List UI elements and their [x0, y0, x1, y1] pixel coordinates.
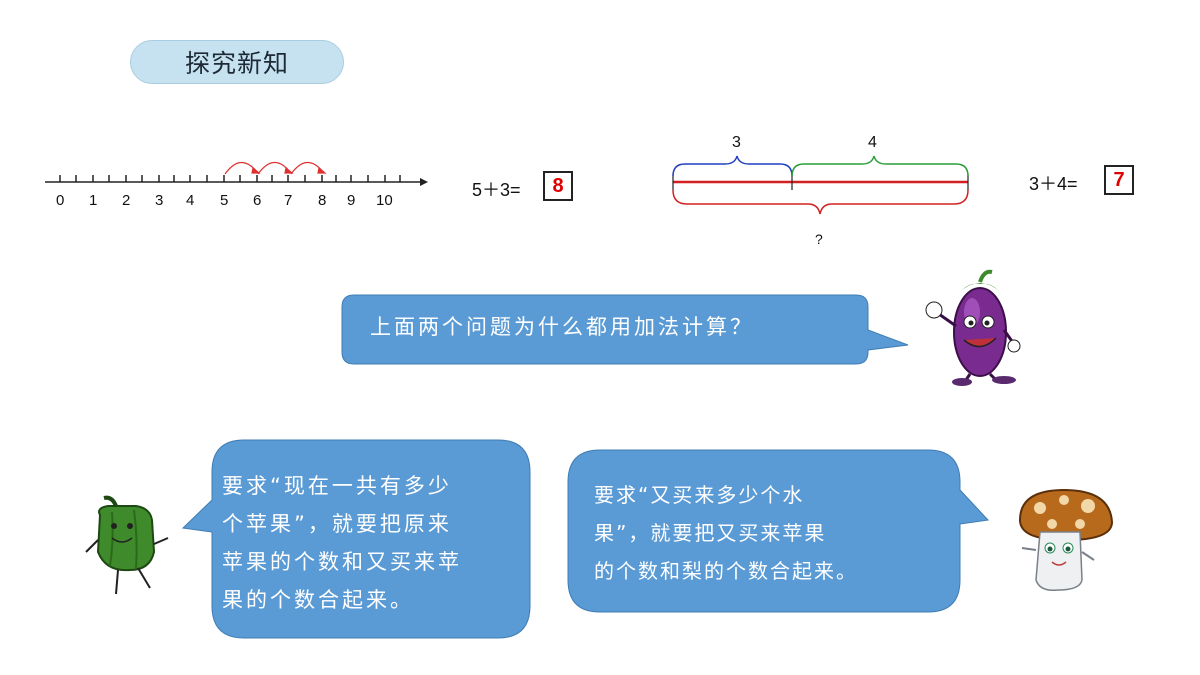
brace-left: [672, 155, 793, 177]
mushroom-icon: [1018, 488, 1114, 592]
left-speech-bubble: [181, 439, 531, 639]
segment-left-label: 3: [732, 134, 741, 151]
segment-right-label: 4: [868, 134, 877, 151]
number-line-label: 3: [155, 192, 164, 209]
right-bubble-text: 要求“又买来多少个水 果”，就要把又买来苹果 的个数和梨的个数合起来。: [594, 476, 858, 590]
numberline-answer-box: 8: [543, 171, 573, 201]
bubble-line: 果”，就要把又买来苹果: [594, 521, 827, 545]
eggplant-icon: [925, 269, 1021, 386]
number-line-label: 7: [284, 192, 293, 209]
brace-total: [672, 189, 969, 215]
number-line-label: 2: [122, 192, 131, 209]
number-line-label: 6: [253, 192, 262, 209]
section-title: 探究新知: [130, 40, 344, 84]
question-bubble: [341, 294, 909, 365]
number-line-label: 1: [89, 192, 98, 209]
bubble-line: 要求“又买来多少个水: [594, 483, 805, 507]
segment-total-label: ?: [815, 231, 823, 247]
brace-right: [791, 155, 969, 177]
hop-arcs: [224, 161, 327, 175]
right-speech-bubble: [567, 449, 990, 613]
number-line-label: 0: [56, 192, 65, 209]
number-line-label: 5: [220, 192, 229, 209]
bubble-line: 个苹果”，就要把原来: [222, 512, 452, 536]
question-text: 上面两个问题为什么都用加法计算？: [370, 315, 754, 339]
bubble-line: 果的个数合起来。: [222, 588, 414, 612]
left-bubble-text: 要求“现在一共有多少 个苹果”，就要把原来 苹果的个数和又买来苹 果的个数合起来…: [222, 467, 462, 619]
numberline-equation: 5＋3=: [472, 180, 521, 200]
bubble-line: 要求“现在一共有多少: [222, 474, 452, 498]
number-line-label: 9: [347, 192, 356, 209]
number-line-label: 8: [318, 192, 327, 209]
segment-equation: 3＋4=: [1029, 174, 1078, 194]
pepper-icon: [85, 495, 169, 595]
number-line-label: 4: [186, 192, 195, 209]
number-line-label: 10: [376, 192, 393, 209]
segment-answer-box: 7: [1104, 165, 1134, 195]
bubble-line: 的个数和梨的个数合起来。: [594, 559, 858, 583]
bubble-line: 苹果的个数和又买来苹: [222, 550, 462, 574]
